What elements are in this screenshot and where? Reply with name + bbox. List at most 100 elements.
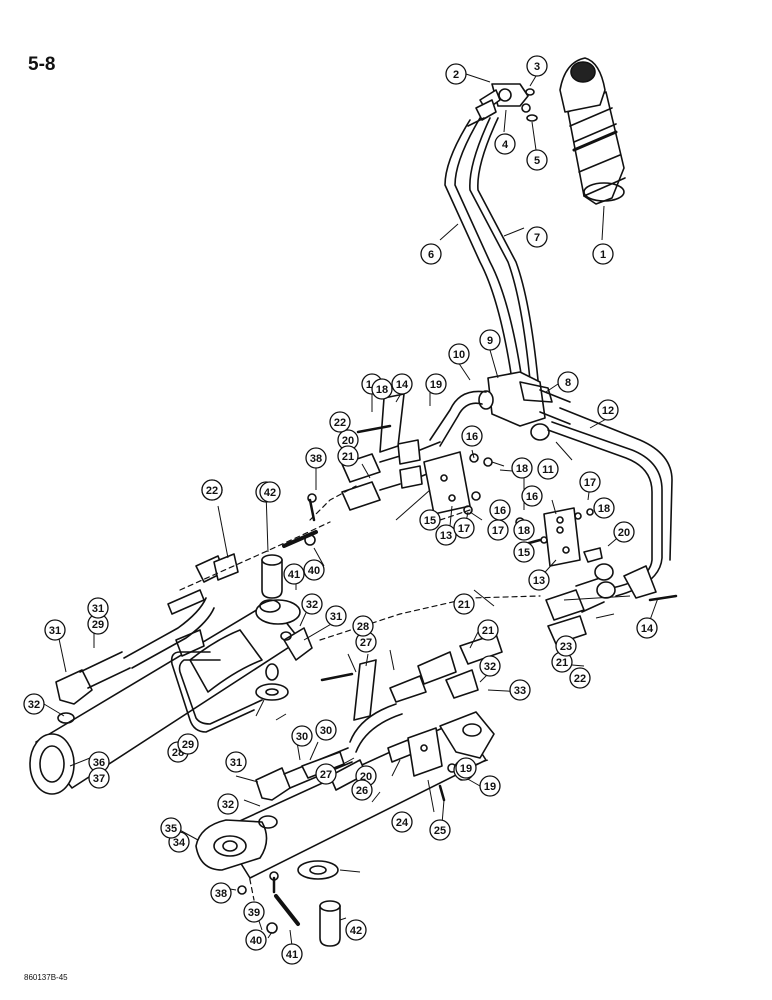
callout-number: 10 — [453, 349, 465, 361]
callout-14: 14 — [391, 373, 413, 395]
callout-6: 6 — [420, 243, 442, 265]
callout-40: 40 — [303, 559, 325, 581]
callout-circle — [636, 617, 658, 639]
callout-19: 19 — [425, 373, 447, 395]
callout-32: 32 — [23, 693, 45, 715]
steering-tubes — [444, 117, 539, 381]
left-cylinder — [29, 553, 313, 795]
callout-20: 20 — [613, 521, 635, 543]
steering-valve — [559, 57, 626, 205]
callout-32: 32 — [217, 793, 239, 815]
callout-circle — [569, 667, 591, 689]
callout-number: 18 — [516, 463, 528, 475]
callout-number: 5 — [534, 155, 540, 167]
callout-number: 18 — [598, 503, 610, 515]
callout-number: 40 — [308, 565, 320, 577]
callout-number: 40 — [250, 935, 262, 947]
callout-circle — [593, 497, 615, 519]
callout-number: 42 — [264, 487, 276, 499]
callout-circle — [352, 615, 374, 637]
callout-circle — [245, 929, 267, 951]
callout-circle — [160, 817, 182, 839]
callout-5: 5 — [526, 149, 548, 171]
callout-circle — [301, 593, 323, 615]
callout-number: 12 — [602, 405, 614, 417]
callout-number: 29 — [92, 619, 104, 631]
callout-circle — [425, 373, 447, 395]
callout-circle — [511, 457, 533, 479]
callout-circle — [537, 458, 559, 480]
callout-number: 31 — [92, 603, 104, 615]
callout-circle — [579, 471, 601, 493]
callout-38: 38 — [305, 447, 327, 469]
callout-number: 20 — [618, 527, 630, 539]
callout-38: 38 — [210, 882, 232, 904]
callout-number: 28 — [357, 621, 369, 633]
callout-number: 11 — [542, 464, 554, 476]
callout-number: 33 — [514, 685, 526, 697]
callout-circle — [526, 149, 548, 171]
callout-circle — [337, 445, 359, 467]
callout-circle — [461, 425, 483, 447]
upper-hose-heads — [467, 99, 497, 127]
callout-16: 16 — [521, 485, 543, 507]
callout-15: 15 — [513, 541, 535, 563]
callout-circle — [87, 597, 109, 619]
callout-4: 4 — [494, 133, 516, 155]
page-label: 5-8 — [28, 54, 56, 75]
callout-circle — [325, 605, 347, 627]
callout-number: 13 — [440, 530, 452, 542]
callout-19: 19 — [455, 757, 477, 779]
callout-number: 23 — [560, 641, 572, 653]
callout-32: 32 — [479, 655, 501, 677]
callout-42: 42 — [345, 919, 367, 941]
callout-19: 19 — [479, 775, 501, 797]
callout-number: 20 — [342, 435, 354, 447]
callout-circle — [526, 55, 548, 77]
callout-circle — [315, 719, 337, 741]
callout-24: 24 — [391, 811, 413, 833]
callout-36: 36 — [88, 751, 110, 773]
callout-9: 9 — [479, 329, 501, 351]
callout-number: 37 — [93, 773, 105, 785]
callout-number: 31 — [230, 757, 242, 769]
valve-fittings — [479, 83, 538, 122]
callout-18: 18 — [513, 519, 535, 541]
callout-11: 11 — [537, 458, 559, 480]
callout-circle — [217, 793, 239, 815]
callout-number: 8 — [565, 377, 571, 389]
callout-number: 19 — [430, 379, 442, 391]
callout-circle — [513, 519, 535, 541]
callout-30: 30 — [291, 725, 313, 747]
callout-39: 39 — [243, 901, 265, 923]
callout-33: 33 — [509, 679, 531, 701]
callout-number: 39 — [248, 907, 260, 919]
callout-number: 32 — [484, 661, 496, 673]
callout-41: 41 — [283, 563, 305, 585]
callout-13: 13 — [435, 524, 457, 546]
callout-number: 21 — [482, 625, 494, 637]
callout-number: 1 — [600, 249, 606, 261]
figure-code: 860137B-45 — [24, 973, 68, 982]
callout-circle — [345, 919, 367, 941]
callout-number: 9 — [487, 335, 493, 347]
callout-circle — [44, 619, 66, 641]
callout-number: 32 — [28, 699, 40, 711]
callout-21: 21 — [453, 593, 475, 615]
callout-circle — [494, 133, 516, 155]
callout-circle — [479, 775, 501, 797]
callout-circle — [513, 541, 535, 563]
callout-22: 22 — [201, 479, 223, 501]
callout-circle — [429, 819, 451, 841]
callout-number: 22 — [206, 485, 218, 497]
callout-number: 4 — [502, 139, 509, 151]
callout-circle — [177, 733, 199, 755]
callout-number: 13 — [533, 575, 545, 587]
callout-26: 26 — [351, 779, 373, 801]
callout-40: 40 — [245, 929, 267, 951]
callout-number: 31 — [49, 625, 61, 637]
callout-number: 15 — [518, 547, 530, 559]
callout-circle — [259, 481, 281, 503]
